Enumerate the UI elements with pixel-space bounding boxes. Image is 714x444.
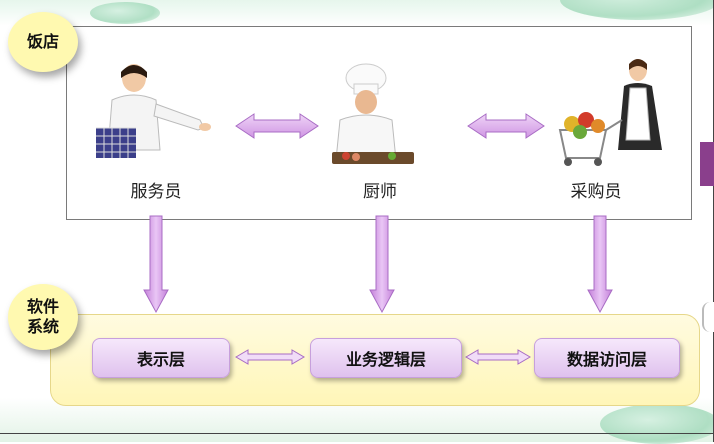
software-system-label: 软件 系统 bbox=[8, 284, 78, 350]
restaurant-label: 饭店 bbox=[8, 12, 78, 72]
arrow-waiter-chef bbox=[235, 113, 319, 139]
role-chef-label: 厨师 bbox=[363, 182, 397, 202]
decorative-leaf bbox=[560, 0, 714, 20]
role-buyer-label: 采购员 bbox=[570, 182, 622, 202]
layer-presentation: 表示层 bbox=[92, 338, 230, 378]
side-tab bbox=[700, 142, 714, 186]
side-tab bbox=[702, 302, 714, 332]
waiter-figure bbox=[96, 64, 211, 158]
arrow-layer-2-3 bbox=[465, 349, 531, 365]
buyer-figure bbox=[558, 59, 662, 166]
arrow-down-buyer bbox=[587, 215, 613, 314]
decorative-leaf bbox=[600, 404, 714, 444]
layer-data-access: 数据访问层 bbox=[534, 338, 680, 378]
arrow-down-chef bbox=[369, 215, 395, 314]
chef-figure bbox=[332, 63, 414, 164]
slide-border-bottom bbox=[0, 433, 714, 434]
role-waiter-label: 服务员 bbox=[130, 182, 182, 202]
arrow-down-waiter bbox=[143, 215, 169, 314]
layer-business-logic: 业务逻辑层 bbox=[310, 338, 462, 378]
arrow-layer-1-2 bbox=[235, 349, 305, 365]
decorative-leaf bbox=[90, 2, 160, 24]
arrow-chef-buyer bbox=[467, 113, 545, 139]
